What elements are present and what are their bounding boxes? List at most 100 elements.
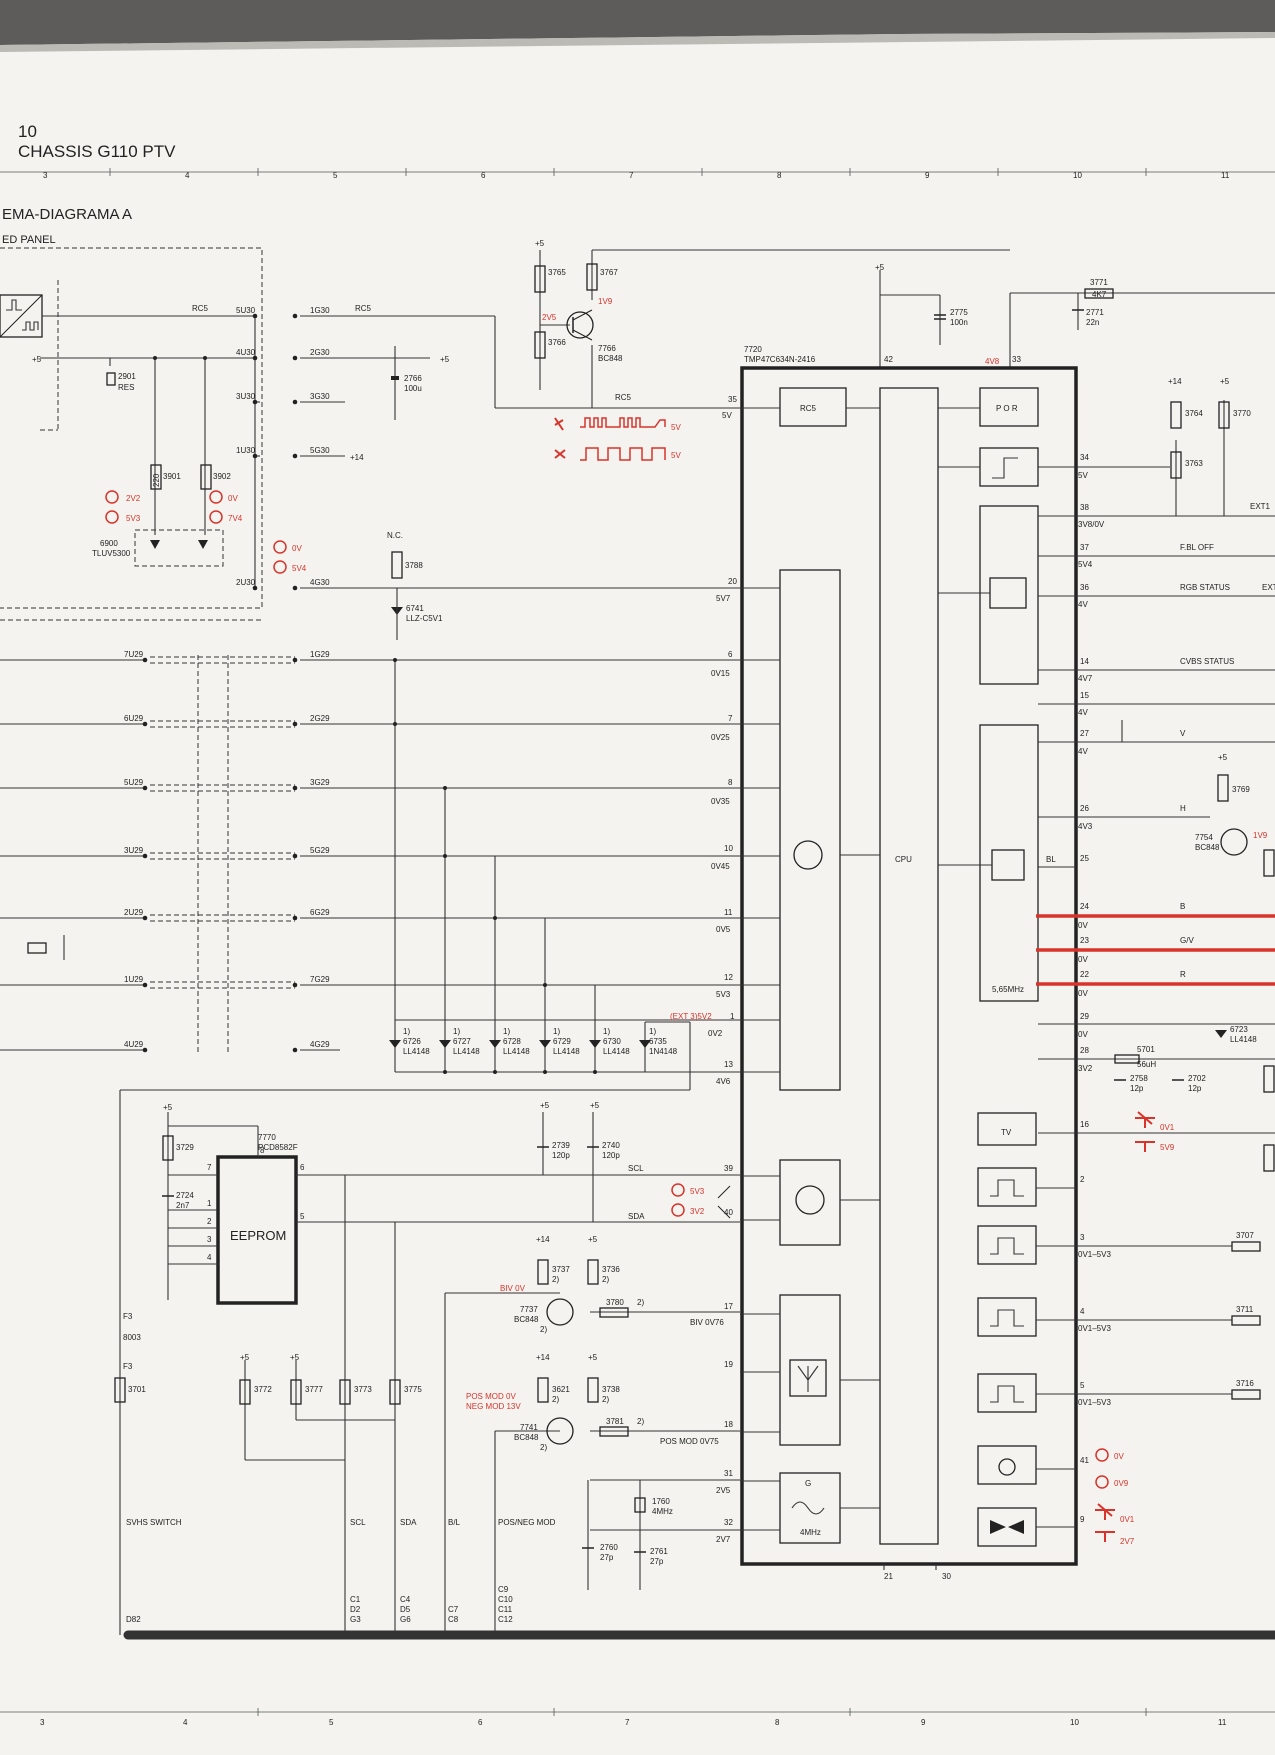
svg-text:120p: 120p (602, 1151, 620, 1160)
svg-text:9: 9 (925, 171, 930, 180)
svg-text:SCL: SCL (628, 1164, 644, 1173)
svg-text:LL4148: LL4148 (403, 1047, 430, 1056)
svg-text:2739: 2739 (552, 1141, 570, 1150)
svg-text:7720: 7720 (744, 345, 762, 354)
svg-text:1U30: 1U30 (236, 446, 256, 455)
panel-label: ED PANEL (2, 234, 56, 246)
micro-controller-ic: 7720 TMP47C634N-2416 CPU RC5 P O R 5,65M… (670, 345, 1078, 1581)
svg-text:5V: 5V (671, 423, 681, 432)
svg-text:26: 26 (1080, 804, 1089, 813)
svg-text:3701: 3701 (128, 1385, 146, 1394)
svg-text:BIV 0V: BIV 0V (500, 1284, 526, 1293)
svg-text:+5: +5 (440, 355, 450, 364)
svg-text:8: 8 (775, 1718, 780, 1727)
svg-text:2G29: 2G29 (310, 714, 330, 723)
svg-text:C4: C4 (400, 1595, 411, 1604)
svg-text:6728: 6728 (503, 1037, 521, 1046)
svg-text:C7: C7 (448, 1605, 459, 1614)
svg-text:0V15: 0V15 (711, 669, 730, 678)
svg-text:18: 18 (724, 1420, 733, 1429)
svg-text:3: 3 (43, 171, 48, 180)
svg-text:27p: 27p (600, 1553, 614, 1562)
svg-text:2): 2) (602, 1395, 609, 1404)
svg-text:4G29: 4G29 (310, 1040, 330, 1049)
svg-text:1): 1) (649, 1027, 656, 1036)
svg-text:5U29: 5U29 (124, 778, 144, 787)
svg-text:3729: 3729 (176, 1143, 194, 1152)
svg-text:6G29: 6G29 (310, 908, 330, 917)
svg-text:4U29: 4U29 (124, 1040, 144, 1049)
svg-text:3: 3 (40, 1718, 45, 1727)
svg-text:POS MOD 0V: POS MOD 0V (466, 1392, 516, 1401)
svg-text:2): 2) (637, 1298, 644, 1307)
svg-text:0V9: 0V9 (1114, 1479, 1129, 1488)
svg-text:16: 16 (1080, 1120, 1089, 1129)
svg-text:BC848: BC848 (514, 1433, 539, 1442)
svg-text:11: 11 (724, 908, 733, 917)
svg-text:4: 4 (1080, 1307, 1085, 1316)
svg-text:C8: C8 (448, 1615, 459, 1624)
svg-text:25: 25 (1080, 854, 1089, 863)
svg-text:2): 2) (637, 1417, 644, 1426)
svg-text:36: 36 (1080, 583, 1089, 592)
svg-text:D5: D5 (400, 1605, 411, 1614)
svg-text:C10: C10 (498, 1595, 513, 1604)
svg-text:POS/NEG MOD: POS/NEG MOD (498, 1518, 556, 1527)
rc5-waveforms: 5V 5V (554, 417, 681, 461)
svg-text:C1: C1 (350, 1595, 361, 1604)
svg-text:+14: +14 (1168, 377, 1182, 386)
svg-text:3775: 3775 (404, 1385, 422, 1394)
svg-text:5G29: 5G29 (310, 846, 330, 855)
svg-text:2901: 2901 (118, 372, 136, 381)
svg-text:4V6: 4V6 (716, 1077, 731, 1086)
svg-text:5U30: 5U30 (236, 306, 256, 315)
svg-text:9: 9 (921, 1718, 926, 1727)
svg-text:LL4148: LL4148 (603, 1047, 630, 1056)
svg-text:+5: +5 (535, 239, 545, 248)
svg-text:+5: +5 (1218, 753, 1228, 762)
svg-text:32: 32 (724, 1518, 733, 1527)
svg-text:3770: 3770 (1233, 409, 1251, 418)
svg-text:RC5: RC5 (192, 304, 209, 313)
svg-text:6729: 6729 (553, 1037, 571, 1046)
svg-text:TLUV5300: TLUV5300 (92, 549, 131, 558)
svg-text:3736: 3736 (602, 1265, 620, 1274)
svg-text:2702: 2702 (1188, 1074, 1206, 1083)
page-number: 10 (18, 122, 37, 141)
svg-text:D2: D2 (350, 1605, 361, 1614)
eeprom-section: EEPROM 7770 PCD8582F 8 7 6 5 1 2 3 4 (114, 1090, 740, 1635)
svg-text:2740: 2740 (602, 1141, 620, 1150)
svg-text:3V2: 3V2 (1078, 1064, 1093, 1073)
svg-text:4MHz: 4MHz (652, 1507, 673, 1516)
svg-text:+5: +5 (163, 1103, 173, 1112)
svg-text:LL4148: LL4148 (503, 1047, 530, 1056)
svg-text:0V: 0V (292, 544, 302, 553)
svg-text:3: 3 (1080, 1233, 1085, 1242)
svg-text:7770: 7770 (258, 1133, 276, 1142)
svg-text:CVBS STATUS: CVBS STATUS (1180, 657, 1234, 666)
svg-text:0V: 0V (1078, 1030, 1088, 1039)
svg-text:5V: 5V (671, 451, 681, 460)
svg-text:12p: 12p (1130, 1084, 1144, 1093)
rc5-transistor-stage: 3765 3767 3766 7766 BC848 1V9 2V5 +5 +5 … (534, 239, 1275, 461)
svg-text:0V1–5V3: 0V1–5V3 (1078, 1398, 1111, 1407)
svg-text:0V1: 0V1 (1120, 1515, 1135, 1524)
svg-text:3777: 3777 (305, 1385, 323, 1394)
svg-text:2758: 2758 (1130, 1074, 1148, 1083)
svg-text:100n: 100n (950, 318, 968, 327)
svg-text:22n: 22n (1086, 318, 1099, 327)
svg-text:6900: 6900 (100, 539, 118, 548)
svg-text:35: 35 (728, 395, 737, 404)
svg-text:LL4148: LL4148 (1230, 1035, 1257, 1044)
svg-text:4V8: 4V8 (985, 357, 1000, 366)
svg-text:7V4: 7V4 (228, 514, 243, 523)
svg-text:15: 15 (1080, 691, 1089, 700)
svg-text:V: V (1180, 729, 1186, 738)
svg-text:5: 5 (333, 171, 338, 180)
svg-text:EXT: EXT (1262, 583, 1275, 592)
svg-text:3738: 3738 (602, 1385, 620, 1394)
svg-text:2724: 2724 (176, 1191, 194, 1200)
svg-text:7766: 7766 (598, 344, 616, 353)
